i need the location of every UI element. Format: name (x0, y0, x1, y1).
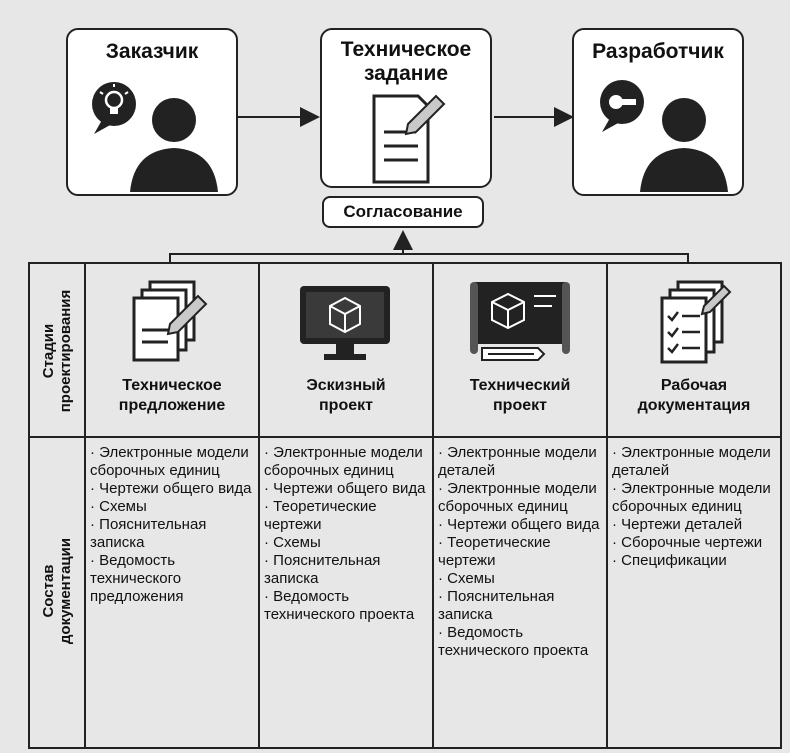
list-item: · Пояснительная записка (438, 588, 555, 623)
developer-box: Разработчик (572, 28, 744, 196)
documents-pencil-icon (132, 280, 208, 362)
list-item: · Теоретические чертежи (438, 534, 551, 569)
list-item: · Теоретические чертежи (264, 498, 377, 533)
developer-label: Разработчик (592, 40, 724, 63)
stage-1-docs: · Электронные модели сборочных единиц · … (90, 444, 254, 606)
monitor-cad-icon (300, 286, 390, 360)
customer-box: Заказчик (66, 28, 238, 196)
list-item: · Чертежи общего вида (264, 480, 426, 497)
stage-2-docs: · Электронные модели сборочных единиц · … (264, 444, 428, 624)
list-item: · Пояснительная записка (90, 516, 207, 551)
customer-label: Заказчик (105, 40, 199, 63)
document-pencil-icon (372, 94, 446, 184)
checklist-documents-icon (660, 280, 732, 364)
list-item: · Схемы (90, 498, 147, 515)
spec-label-line2: задание (363, 62, 449, 85)
list-item: · Пояснительная записка (264, 552, 381, 587)
list-item: · Ведомость технического проекта (264, 588, 415, 623)
list-item: · Схемы (264, 534, 321, 551)
stage-3-docs: · Электронные модели деталей · Электронн… (438, 444, 602, 660)
list-item: · Электронные модели сборочных единиц (612, 480, 771, 515)
spec-box: Техническое задание (320, 28, 492, 188)
agreement-bracket (169, 253, 689, 262)
docs-row-label: Состав документации (40, 537, 74, 645)
list-item: · Ведомость технического проекта (438, 624, 589, 659)
list-item: · Чертежи общего вида (438, 516, 600, 533)
list-item: · Чертежи общего вида (90, 480, 252, 497)
spec-label-line1: Техническое (340, 38, 472, 61)
stage-4-docs: · Электронные модели деталей · Электронн… (612, 444, 778, 570)
list-item: · Спецификации (612, 552, 727, 569)
list-item: · Электронные модели сборочных единиц (90, 444, 249, 479)
list-item: · Схемы (438, 570, 495, 587)
stages-row-label: Стадии проектирования (40, 289, 74, 413)
list-item: · Электронные модели сборочных единиц (264, 444, 423, 479)
list-item: · Сборочные чертежи (612, 534, 763, 551)
list-item: · Электронные модели деталей (438, 444, 597, 479)
list-item: · Электронные модели деталей (612, 444, 771, 479)
list-item: · Чертежи деталей (612, 516, 743, 533)
list-item: · Электронные модели сборочных единиц (438, 480, 597, 515)
list-item: · Ведомость технического предложения (90, 552, 184, 605)
agreement-label: Согласование (322, 196, 484, 228)
stages-table: Стадии проектирования Состав документаци… (28, 262, 782, 749)
blueprint-icon (470, 282, 570, 361)
customer-idea-icon (92, 82, 218, 192)
developer-key-icon (600, 80, 728, 192)
